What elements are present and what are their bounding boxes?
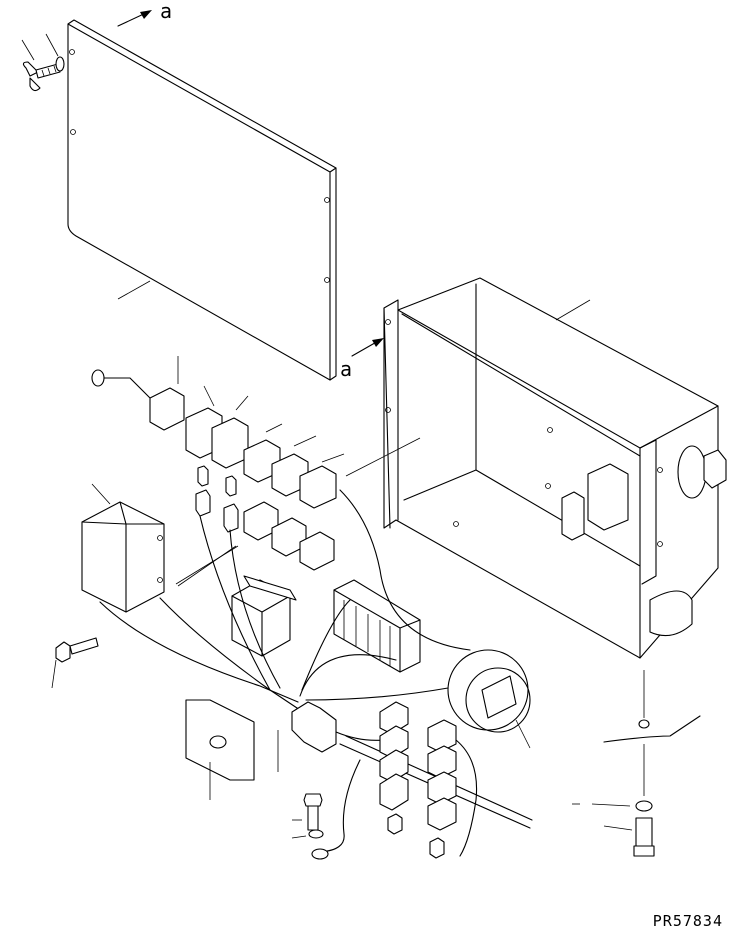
bolt-set-center: [291, 793, 324, 839]
drawing-code: PR57834: [652, 912, 723, 930]
mount-bolt-right: [572, 670, 701, 857]
view-arrow-a-box: a: [340, 338, 384, 381]
controller-module: [51, 483, 239, 689]
view-arrow-a-top: a: [117, 0, 172, 27]
label-plate: [185, 699, 255, 800]
wiring-harness: [99, 489, 533, 860]
view-label-a-box: a: [340, 357, 352, 381]
fuse-block: [333, 579, 421, 673]
flasher-unit: [231, 575, 297, 657]
view-label-a-top: a: [160, 0, 172, 23]
wing-bolt: [21, 33, 65, 92]
relay-group: [91, 356, 345, 571]
hour-meter: [447, 649, 531, 749]
electrical-box: [383, 277, 727, 659]
cover-plate: [67, 19, 337, 381]
